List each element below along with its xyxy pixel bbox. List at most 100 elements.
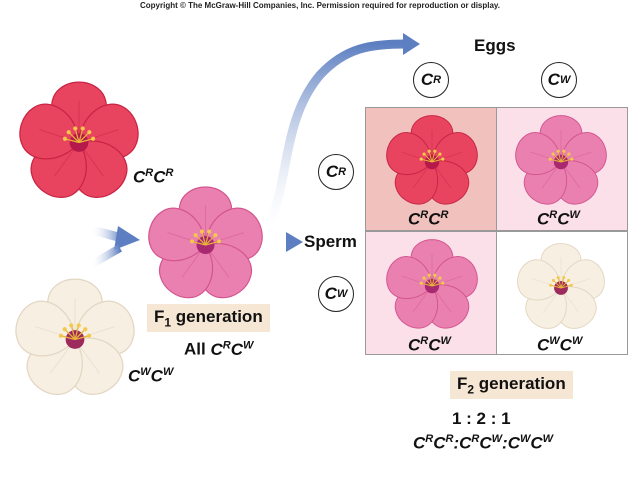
f2-generation-label: F2 generation [450, 371, 573, 400]
flower-anther [90, 136, 96, 141]
punnett-cell-rw-top-genotype: CRCW [537, 209, 580, 229]
flower-stamen [421, 158, 433, 163]
flower-stamen [195, 234, 206, 246]
flower-anther [213, 233, 218, 238]
flower-stamen [60, 335, 76, 341]
flower-anther [427, 273, 431, 277]
punnett-cell-rw-bottom-flower [386, 239, 478, 329]
flower-anther [433, 273, 437, 277]
flower-petal-vein [401, 151, 428, 161]
flower-anther [190, 239, 194, 244]
flower-anther [551, 278, 555, 282]
flower-petal-vein [84, 129, 119, 142]
flower-anther [438, 276, 442, 280]
flower-petal-vein [39, 129, 74, 142]
f2-ratio: 1 : 2 : 1 [452, 409, 511, 428]
flower-petal-vein [563, 291, 580, 314]
flower-stamen [421, 282, 433, 287]
flower-petal-vein [436, 151, 463, 161]
flower-petal [386, 132, 433, 176]
punnett-cell-rr-genotype: CRCR [408, 209, 449, 229]
flower-stamen [431, 282, 443, 287]
flower-stamen [560, 284, 572, 289]
flower-anther [556, 276, 560, 280]
flower-anther [80, 126, 85, 131]
flower-anther [422, 276, 426, 280]
flower-anther [548, 157, 552, 161]
flower-stamen [191, 240, 206, 246]
flower-stamen [74, 335, 90, 341]
flower-petal-vein [541, 165, 559, 189]
flower-petal [517, 259, 562, 301]
punnett-cell-rw-bottom-genotype: CRCW [408, 335, 451, 355]
flower-anther [217, 239, 221, 244]
flower-stamen [431, 151, 436, 163]
flower-anther [567, 278, 571, 282]
flower-petal-vein [35, 326, 70, 339]
flower-anther [76, 323, 81, 328]
flower-stamen [560, 280, 569, 289]
flower-stamen [205, 234, 216, 246]
flower-petal-vein [434, 289, 452, 313]
flower-petal-vein [82, 147, 104, 177]
flower-stamen [560, 277, 565, 289]
flower-stamen [78, 128, 84, 143]
flower-anther [427, 149, 431, 153]
flower-petal [19, 103, 80, 160]
flower-petal-vein [401, 275, 428, 285]
flower-stamen [550, 284, 562, 289]
flower-stamen [423, 153, 433, 163]
flower-petal-vein [211, 232, 244, 244]
f1-genotype: All CRCW [184, 339, 254, 359]
flower-anther [207, 229, 212, 234]
flower-stamen [204, 231, 210, 246]
flower-petal-vein [530, 151, 557, 161]
flower-stamen [428, 275, 433, 287]
flower-stamen [431, 275, 436, 287]
flower-anther [562, 149, 566, 153]
flower-anther [551, 152, 555, 156]
flower-anther [73, 126, 78, 131]
f1-pink-flower [148, 186, 263, 299]
flower-stamen [431, 277, 441, 287]
flower-anther [62, 136, 68, 141]
flower-petal-vein [78, 344, 100, 374]
flower-stamen [431, 158, 443, 163]
flower-petal-vein [412, 289, 430, 313]
flower-stamen [201, 231, 207, 246]
flower-petal-vein [412, 165, 430, 189]
flower-petal [515, 132, 562, 176]
flower-petal-vein [181, 249, 203, 278]
flower-stamen [205, 240, 220, 246]
f1-generation-label: F1 generation [147, 304, 270, 333]
sperm-label: Sperm [304, 232, 357, 251]
flower-anther [193, 233, 198, 238]
flower-petal-vein [50, 344, 72, 374]
flower-petal-vein [54, 147, 76, 177]
flower-stamen [78, 138, 94, 144]
f2-ratio-genotypes: CRCR:CRCW:CWCW [413, 433, 554, 453]
copyright-notice: Copyright © The McGraw-Hill Companies, I… [139, 1, 501, 10]
flower-anther [556, 149, 560, 153]
flower-petal [386, 256, 433, 300]
flower-stamen [560, 153, 570, 163]
flower-petal-vein [565, 151, 592, 161]
flower-anther [569, 283, 573, 287]
flower-stamen [557, 277, 562, 289]
flower-anther [422, 152, 426, 156]
flower-stamen [78, 131, 90, 143]
punnett-cell-rw-bottom: CRCW [365, 231, 497, 355]
white-parent-flower [15, 278, 135, 395]
flower-anther [549, 283, 553, 287]
flower-anther [58, 333, 64, 338]
eggs-label: Eggs [474, 36, 516, 55]
flower-anther [419, 281, 423, 285]
flower-anther [199, 229, 204, 234]
flower-stamen [423, 277, 433, 287]
flower-stamen [68, 131, 80, 143]
punnett-cell-rr: CRCR [365, 107, 497, 231]
punnett-cell-ww-flower [517, 243, 605, 329]
flower-anther [87, 130, 92, 135]
